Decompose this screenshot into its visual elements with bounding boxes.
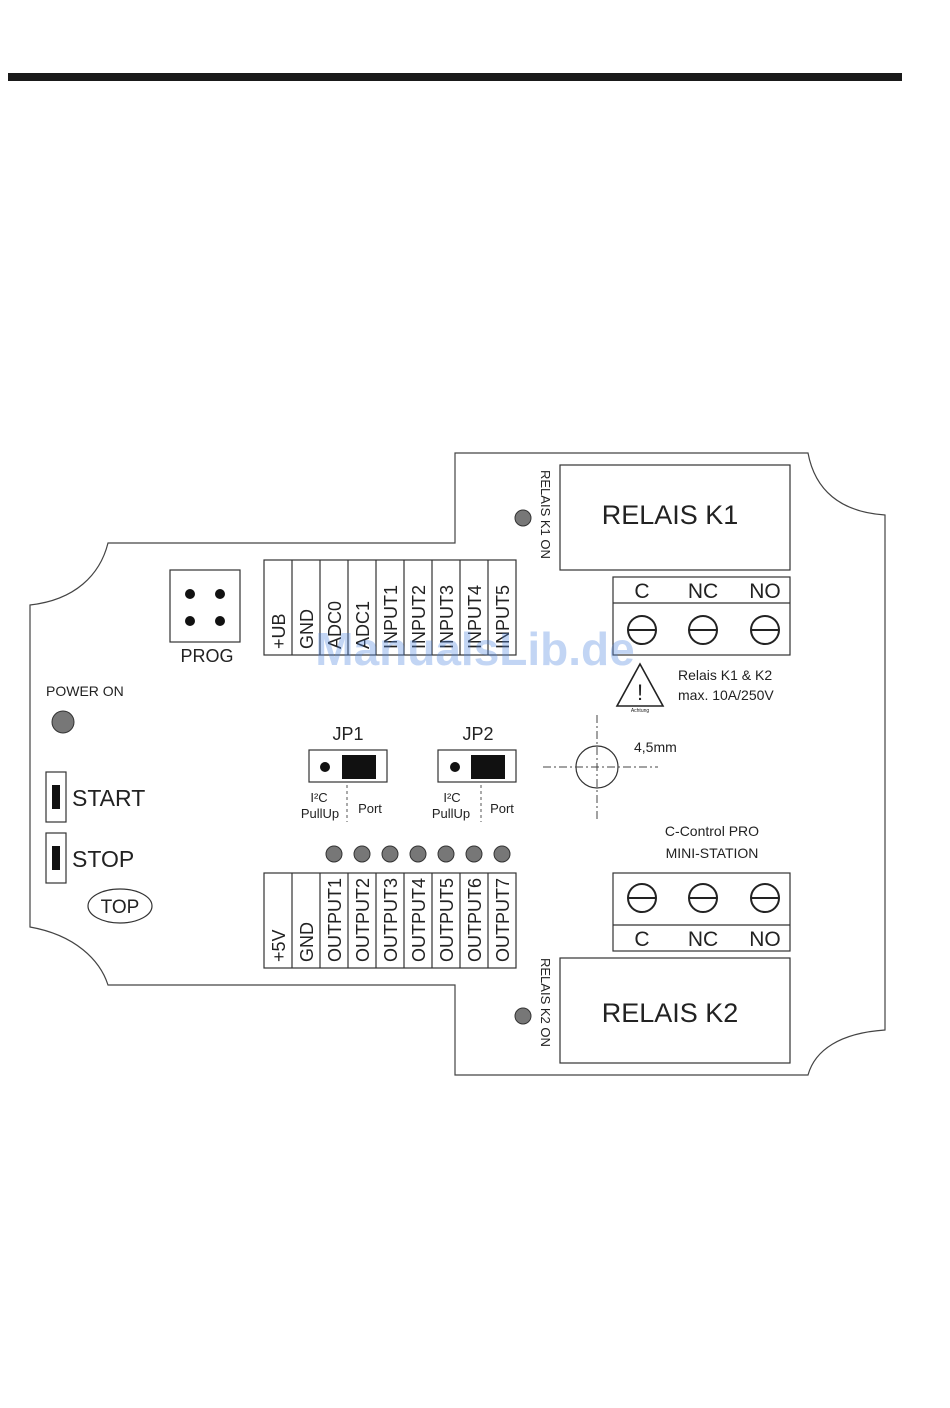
input-terminal-label: ADC0	[325, 601, 345, 649]
jp2-pullup-label: PullUp	[432, 806, 470, 821]
output-led	[325, 845, 343, 863]
prog-header	[169, 569, 241, 643]
prog-label: PROG	[180, 646, 233, 666]
relay-k2-terminal-block: C NC NO	[612, 872, 791, 952]
input-terminal-label: +UB	[269, 613, 289, 649]
output-terminal-label: OUTPUT6	[465, 878, 485, 962]
watermark: ManualsLib.de	[315, 623, 634, 675]
relay-warning-line1: Relais K1 & K2	[678, 667, 772, 683]
screw-terminal-icon	[750, 615, 780, 645]
start-label: START	[72, 785, 145, 811]
input-terminal-strip: +UB GND ADC0 ADC1 INPUT1 INPUT2 INPUT3 INPUT4 IN…	[263, 559, 517, 656]
warning-symbol: !	[637, 680, 643, 705]
output-terminal-label: OUTPUT7	[493, 878, 513, 962]
output-led	[353, 845, 371, 863]
relay-warning-line2: max. 10A/250V	[678, 687, 774, 703]
hole-size-label: 4,5mm	[634, 739, 677, 755]
warning-caption: Achtung	[631, 708, 650, 714]
top-label: TOP	[101, 897, 140, 918]
start-button-frame	[45, 771, 67, 823]
screw-terminal-icon	[627, 883, 657, 913]
relay-k2	[559, 957, 791, 1064]
header-bar	[8, 73, 902, 81]
output-terminal-label: OUTPUT2	[353, 878, 373, 962]
jp2-jumper-frame	[437, 749, 517, 783]
jp1-jumper	[342, 755, 376, 779]
input-terminal-label: INPUT2	[409, 585, 429, 649]
relay-k2-contact-label: NO	[749, 928, 781, 951]
warning-icon: ! Achtung	[615, 662, 665, 714]
relay-k2-contact-label: NC	[688, 928, 718, 951]
output-led	[465, 845, 483, 863]
jp1-port-label: Port	[358, 801, 382, 816]
output-terminal-strip: +5V GND OUTPUT1 OUTPUT2 OUTPUT3 OUTPUT4 OUTPUT…	[263, 872, 517, 969]
input-terminal-label: GND	[297, 609, 317, 649]
output-terminal-label: OUTPUT3	[381, 878, 401, 962]
input-terminal-label: INPUT5	[493, 585, 513, 649]
relay-k1-label: RELAIS K1	[602, 500, 739, 530]
relay-k2-label: RELAIS K2	[602, 998, 739, 1028]
relay-k2-on-label: RELAIS K2 ON	[538, 958, 553, 1047]
start-button	[52, 785, 60, 809]
output-led	[381, 845, 399, 863]
input-terminal-label: INPUT3	[437, 585, 457, 649]
top-marker	[87, 888, 153, 924]
output-led	[493, 845, 511, 863]
output-terminal-label: GND	[297, 922, 317, 962]
jp2-jumper	[471, 755, 505, 779]
jp1-label: JP1	[332, 724, 363, 744]
mounting-hole	[543, 715, 658, 820]
screw-terminal-icon	[627, 615, 657, 645]
output-led-row	[325, 845, 511, 863]
relay-k2-contact-label: C	[634, 928, 649, 951]
output-terminal-label: OUTPUT5	[437, 878, 457, 962]
relay-k1-contact-label: NC	[688, 580, 718, 603]
output-terminal-label: OUTPUT1	[325, 878, 345, 962]
output-led	[437, 845, 455, 863]
station-name-line2: MINI-STATION	[666, 845, 759, 861]
screw-terminal-icon	[688, 883, 718, 913]
relay-k2-led	[514, 1007, 532, 1025]
relay-k1	[559, 464, 791, 571]
jp1-pin	[320, 762, 330, 772]
screw-terminal-icon	[688, 615, 718, 645]
relay-k1-contact-label: NO	[749, 580, 781, 603]
board-outline	[29, 452, 886, 1076]
power-on-label: POWER ON	[46, 683, 124, 699]
screw-terminal-icon	[750, 883, 780, 913]
relay-k1-contact-label: C	[634, 580, 649, 603]
output-terminal-label: +5V	[269, 929, 289, 962]
output-led	[409, 845, 427, 863]
jp1-i2c-label: I²C	[310, 790, 327, 805]
output-terminal-label: OUTPUT4	[409, 878, 429, 962]
power-on-led	[51, 710, 75, 734]
stop-button	[52, 846, 60, 870]
stop-button-frame	[45, 832, 67, 884]
input-terminal-label: INPUT4	[465, 585, 485, 649]
jp1-jumper-frame	[308, 749, 388, 783]
jp2-label: JP2	[462, 724, 493, 744]
relay-k1-led	[514, 509, 532, 527]
stop-label: STOP	[72, 846, 134, 872]
relay-k1-on-label: RELAIS K1 ON	[538, 470, 553, 559]
station-name-line1: C-Control PRO	[665, 823, 759, 839]
jp2-port-label: Port	[490, 801, 514, 816]
input-terminal-label: INPUT1	[381, 585, 401, 649]
jp2-pin	[450, 762, 460, 772]
relay-k1-terminal-block: C NC NO	[612, 576, 791, 656]
input-terminal-label: ADC1	[353, 601, 373, 649]
jp2-i2c-label: I²C	[443, 790, 460, 805]
jp1-pullup-label: PullUp	[301, 806, 339, 821]
